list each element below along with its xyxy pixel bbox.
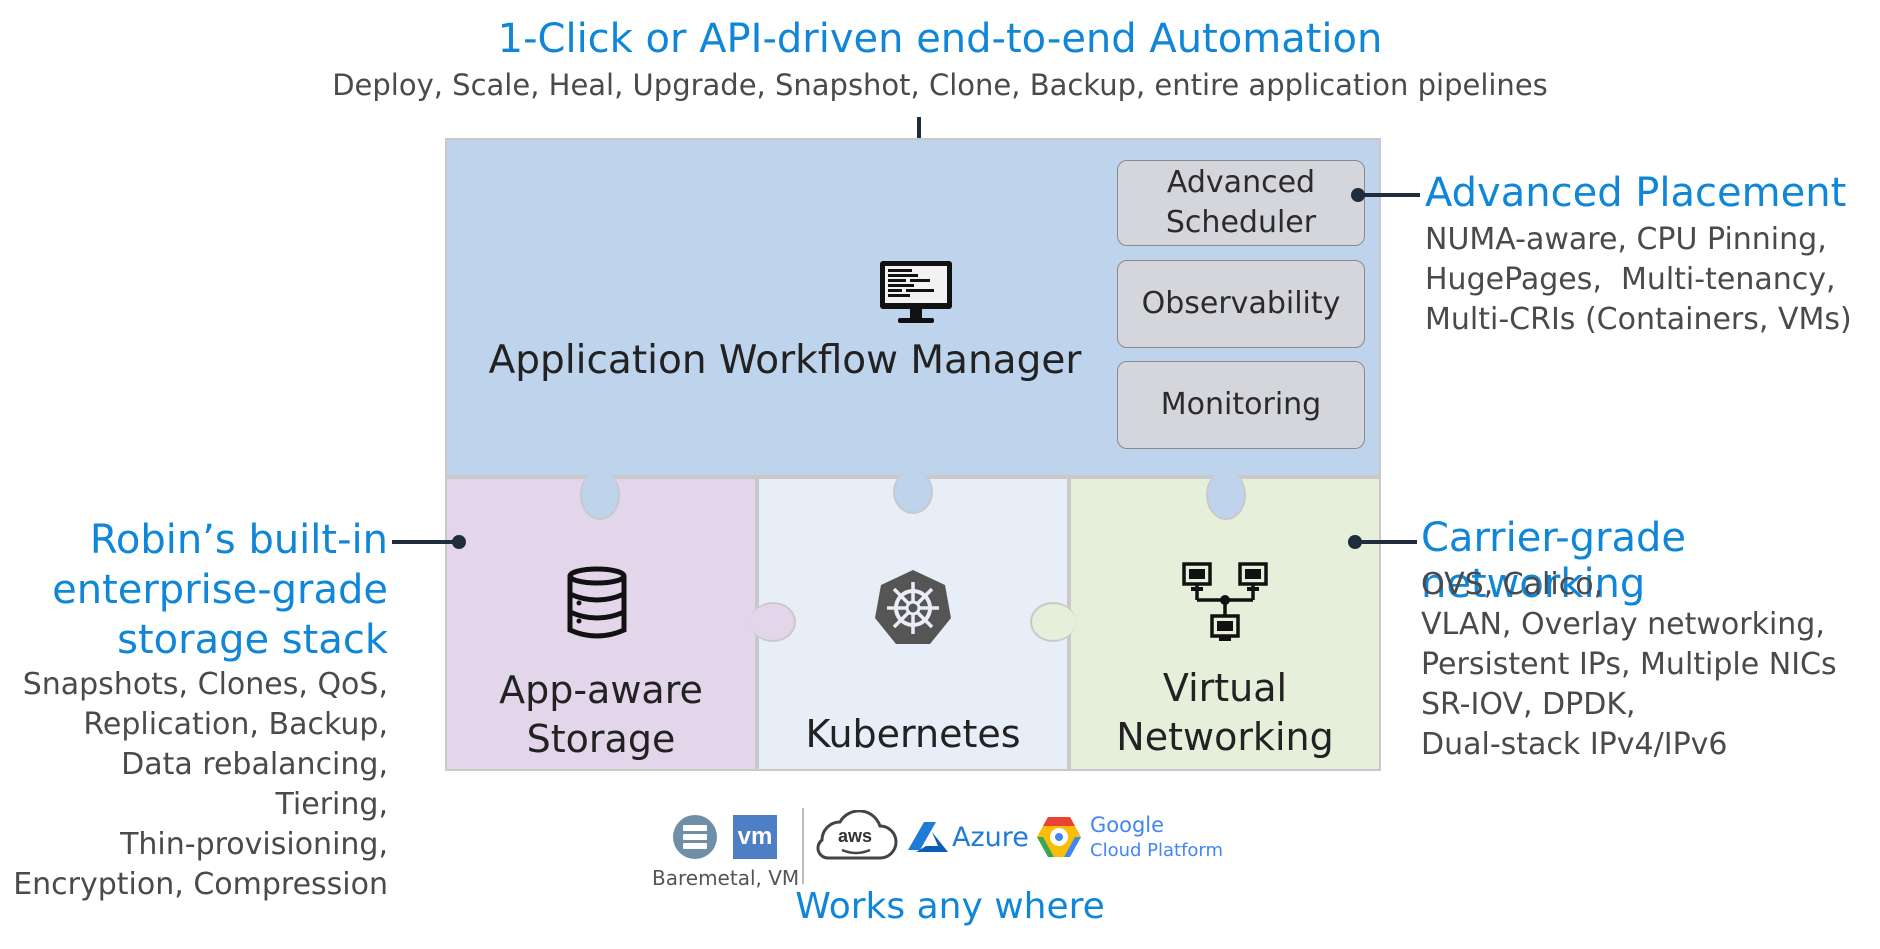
storage-piece <box>445 477 757 771</box>
azure-icon <box>908 820 948 854</box>
advanced-scheduler-box: Advanced Scheduler <box>1117 160 1365 246</box>
placement-connector-line <box>1360 193 1420 197</box>
google-line1: Google <box>1090 813 1165 837</box>
footer-divider <box>802 808 804 884</box>
kubernetes-helm-icon <box>873 568 953 646</box>
carrier-networking-heading: Carrier-grade networking <box>1421 515 1687 607</box>
advanced-placement-item: Multi-CRIs (Containers, VMs) <box>1425 302 1852 337</box>
storage-stack-heading-line: Robin’s built-in <box>89 517 388 563</box>
baremetal-caption: Baremetal, VM <box>652 866 800 890</box>
puzzle-knob <box>1030 602 1076 642</box>
observability-label: Observability <box>1141 286 1341 321</box>
vmware-logo: vm <box>733 815 777 859</box>
google-cloud-hexagon-icon <box>1036 814 1082 860</box>
storage-stack-item: Data rebalancing, Tiering, <box>121 747 388 822</box>
puzzle-knob <box>1206 470 1246 520</box>
storage-stack-heading: Robin’s built-in enterprise-grade storag… <box>52 515 388 665</box>
carrier-networking-item: Dual-stack IPv4/IPv6 <box>1421 727 1728 762</box>
carrier-networking-item: Persistent IPs, Multiple NICs <box>1421 647 1837 682</box>
storage-stack-list: Snapshots, Clones, QoS, Replication, Bac… <box>0 665 388 905</box>
networking-connector-dot <box>1348 535 1362 549</box>
storage-stack-item: Snapshots, Clones, QoS, <box>22 667 388 702</box>
database-icon <box>565 566 629 640</box>
networking-connector-line <box>1357 540 1417 544</box>
placement-connector-dot <box>1351 188 1365 202</box>
carrier-networking-item: SR-IOV, DPDK, <box>1421 687 1636 722</box>
carrier-networking-list: OVS, Calico, VLAN, Overlay networking, P… <box>1421 565 1837 765</box>
monitoring-box: Monitoring <box>1117 361 1365 449</box>
vmware-logo-text: vm <box>737 823 773 850</box>
automation-title: 1-Click or API-driven end-to-end Automat… <box>497 16 1383 62</box>
advanced-placement-list: NUMA-aware, CPU Pinning, HugePages, Mult… <box>1425 220 1852 340</box>
puzzle-knob <box>580 470 620 520</box>
storage-connector-dot <box>452 535 466 549</box>
aws-cloud-logo <box>808 809 900 866</box>
puzzle-knob <box>750 602 796 642</box>
google-line2: Cloud Platform <box>1090 840 1224 861</box>
advanced-placement-item: HugePages, Multi-tenancy, <box>1425 262 1836 297</box>
workflow-manager-label: Application Workflow Manager <box>488 338 1082 383</box>
automation-subtitle: Deploy, Scale, Heal, Upgrade, Snapshot, … <box>332 68 1548 102</box>
kubernetes-label: Kubernetes <box>805 712 1021 756</box>
storage-stack-item: Thin-provisioning, <box>120 827 388 862</box>
monitor-icon <box>876 258 956 328</box>
server-rack-icon <box>673 815 717 859</box>
storage-stack-item: Encryption, Compression <box>13 867 388 902</box>
networking-label: Virtual Networking <box>1116 666 1334 759</box>
network-topology-icon <box>1180 560 1270 642</box>
advanced-placement-item: NUMA-aware, CPU Pinning, <box>1425 222 1827 257</box>
observability-box: Observability <box>1117 260 1365 348</box>
aws-logo-text: aws <box>838 826 873 846</box>
storage-stack-heading-line: enterprise-grade <box>52 567 388 613</box>
storage-connector-line <box>392 540 462 544</box>
azure-label: Azure <box>952 822 1029 853</box>
carrier-networking-item: VLAN, Overlay networking, <box>1421 607 1825 642</box>
carrier-networking-item: OVS, Calico, <box>1421 567 1604 602</box>
works-anywhere-label: Works any where <box>795 886 1105 927</box>
advanced-scheduler-label: Advanced Scheduler <box>1165 165 1317 240</box>
monitoring-label: Monitoring <box>1160 387 1322 422</box>
storage-stack-item: Replication, Backup, <box>83 707 388 742</box>
storage-stack-heading-line: storage stack <box>117 617 388 663</box>
storage-label: App-aware Storage <box>499 668 703 761</box>
advanced-placement-heading: Advanced Placement <box>1425 170 1847 216</box>
puzzle-knob <box>893 470 933 514</box>
